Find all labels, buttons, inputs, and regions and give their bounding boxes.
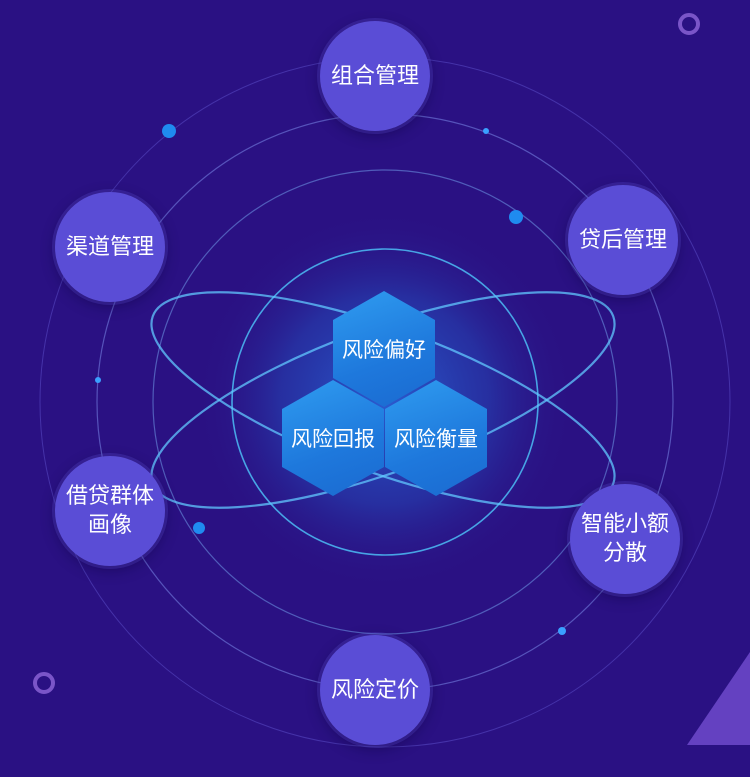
node-portfolio-management: 组合管理 <box>320 21 430 131</box>
orbit-dot <box>483 128 489 134</box>
node-borrower-profile: 借贷群体 画像 <box>55 456 165 566</box>
core-hex-label: 风险偏好 <box>342 338 426 362</box>
node-label: 智能小额 分散 <box>580 512 669 566</box>
core-hex-risk-preference: 风险偏好 <box>333 291 435 407</box>
core-hex-risk-return: 风险回报 <box>282 380 384 496</box>
orbit-ring-3 <box>152 169 618 635</box>
node-post-loan-management: 贷后管理 <box>568 185 678 295</box>
orbit-dot <box>193 522 205 534</box>
core-ring <box>231 248 539 556</box>
core-hex-risk-measure: 风险衡量 <box>385 380 487 496</box>
node-smart-micro-diversification: 智能小额 分散 <box>570 484 680 594</box>
core-hex-label: 风险衡量 <box>394 427 478 451</box>
node-label: 贷后管理 <box>578 227 667 253</box>
orbit-dot <box>558 627 566 635</box>
node-label: 组合管理 <box>330 63 419 89</box>
node-channel-management: 渠道管理 <box>55 192 165 302</box>
orbit-dot <box>162 124 176 138</box>
node-risk-pricing: 风险定价 <box>320 635 430 745</box>
orbit-dot <box>95 377 101 383</box>
core-hex-label: 风险回报 <box>291 427 375 451</box>
node-label: 渠道管理 <box>65 234 154 260</box>
node-label: 风险定价 <box>330 677 419 703</box>
node-label: 借贷群体 画像 <box>65 484 154 538</box>
ring-decoration <box>33 672 55 694</box>
orbit-dot <box>509 210 523 224</box>
accent-triangle <box>687 652 750 745</box>
ring-decoration <box>678 13 700 35</box>
